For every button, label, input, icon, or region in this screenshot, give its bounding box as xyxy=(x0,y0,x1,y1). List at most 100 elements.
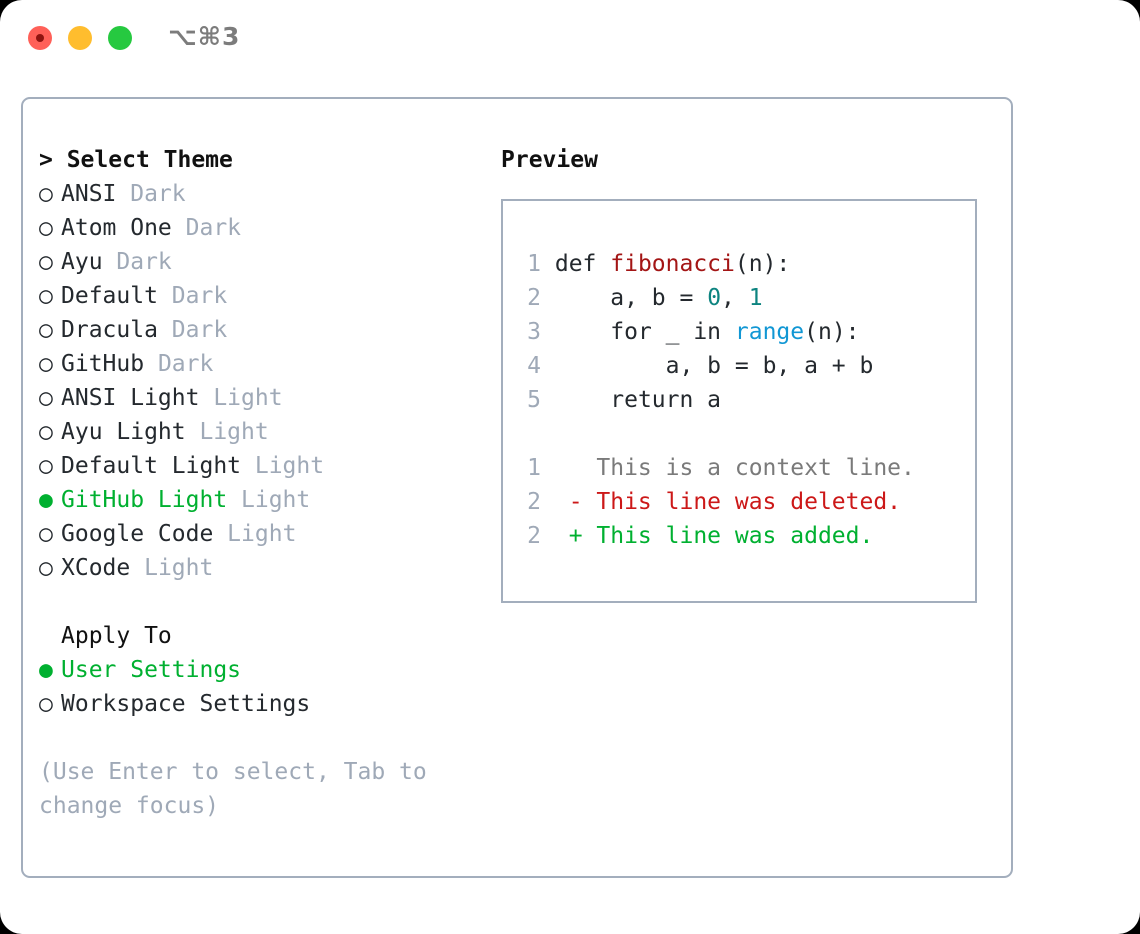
section-spacer xyxy=(39,585,489,619)
theme-option-category: Light xyxy=(185,419,269,445)
radio-selected-icon: ● xyxy=(39,657,53,683)
code-token-plain: (n): xyxy=(734,251,791,277)
code-token-plain: return a xyxy=(554,387,722,413)
theme-option-label: XCode xyxy=(61,555,131,581)
diff-line-number: 2 xyxy=(527,523,541,549)
theme-selector-column: > Select Theme ○ANSI Dark○Atom One Dark○… xyxy=(39,143,489,823)
theme-option-category: Light xyxy=(199,385,283,411)
select-theme-header: > Select Theme xyxy=(39,143,489,177)
theme-option-github-light[interactable]: ●GitHub Light Light xyxy=(39,483,489,517)
apply-to-header: Apply To xyxy=(61,623,172,649)
theme-option-ansi-light[interactable]: ○ANSI Light Light xyxy=(39,381,489,415)
preview-title: Preview xyxy=(501,147,598,173)
theme-option-label: GitHub xyxy=(61,351,145,377)
code-line: 1 def fibonacci(n): xyxy=(519,247,873,281)
radio-selected-icon: ● xyxy=(39,487,53,513)
code-token-plain: a, b = xyxy=(554,285,708,311)
code-token-builtin: range xyxy=(734,319,805,345)
radio-unselected-icon: ○ xyxy=(39,249,53,275)
diff-line-text: This is a context line. xyxy=(541,455,915,481)
diff-line-text: + This line was added. xyxy=(541,523,874,549)
code-line: 4 a, b = b, a + b xyxy=(519,349,873,383)
code-token-number: 1 xyxy=(748,285,763,311)
apply-to-list: ● User Settings ○ Workspace Settings xyxy=(39,653,489,721)
preview-column: Preview 1 def fibonacci(n):2 a, b = 0, 1… xyxy=(501,143,1001,603)
radio-unselected-icon: ○ xyxy=(39,419,53,445)
radio-unselected-icon: ○ xyxy=(39,283,53,309)
apply-to-option-label: User Settings xyxy=(61,657,242,683)
theme-option-category: Light xyxy=(130,555,214,581)
code-line-number: 4 xyxy=(527,353,541,379)
theme-option-label: Ayu Light xyxy=(61,419,186,445)
close-button[interactable] xyxy=(28,26,52,50)
apply-to-option-user-settings[interactable]: ● User Settings xyxy=(39,653,489,687)
radio-unselected-icon: ○ xyxy=(39,317,53,343)
theme-option-ansi[interactable]: ○ ANSI Dark xyxy=(39,177,489,211)
theme-option-ayu[interactable]: ○ Ayu Dark xyxy=(39,245,489,279)
diff-line-number: 2 xyxy=(527,489,541,515)
theme-option-category: Dark xyxy=(102,249,172,275)
traffic-light-group xyxy=(28,26,132,50)
code-token-plain: for _ in xyxy=(554,319,735,345)
code-token-number: 0 xyxy=(707,285,722,311)
theme-option-label: Ayu xyxy=(61,249,103,275)
code-line: 5 return a xyxy=(519,383,873,417)
theme-option-default-light[interactable]: ○ Default Light Light xyxy=(39,449,489,483)
radio-unselected-icon: ○ xyxy=(39,453,53,479)
diff-line-text: - This line was deleted. xyxy=(541,489,902,515)
theme-option-category: Light xyxy=(213,521,297,547)
keyboard-hint: (Use Enter to select, Tab to change focu… xyxy=(39,759,427,819)
radio-unselected-icon: ○ xyxy=(39,181,53,207)
diff-line-context: 1 This is a context line. xyxy=(519,451,915,485)
radio-unselected-icon: ○ xyxy=(39,385,53,411)
theme-option-category: Light xyxy=(227,487,311,513)
theme-list: ○ANSI Dark○Atom One Dark○Ayu Dark○Defaul… xyxy=(39,177,489,585)
apply-to-option-workspace-settings[interactable]: ○ Workspace Settings xyxy=(39,687,489,721)
theme-option-github[interactable]: ○ GitHub Dark xyxy=(39,347,489,381)
apply-to-option-label: Workspace Settings xyxy=(61,691,311,717)
maximize-button[interactable] xyxy=(108,26,132,50)
focus-arrow-icon: > xyxy=(39,147,67,173)
code-line: 3 for _ in range(n): xyxy=(519,315,873,349)
radio-unselected-icon: ○ xyxy=(39,351,53,377)
radio-unselected-icon: ○ xyxy=(39,691,53,717)
code-line-number: 3 xyxy=(527,319,541,345)
code-token-plain: , xyxy=(721,285,749,311)
diff-line-number: 1 xyxy=(527,455,541,481)
code-line-number: 1 xyxy=(527,251,541,277)
radio-unselected-icon: ○ xyxy=(39,521,53,547)
radio-unselected-icon: ○ xyxy=(39,555,53,581)
theme-option-category: Light xyxy=(241,453,325,479)
theme-option-label: Google Code xyxy=(61,521,214,547)
keyboard-shortcut-label: ⌥⌘3 xyxy=(168,22,241,51)
theme-option-default[interactable]: ○Default Dark xyxy=(39,279,489,313)
theme-option-ayu-light[interactable]: ○ Ayu Light Light xyxy=(39,415,489,449)
title-bar: ⌥⌘3 xyxy=(0,0,1140,78)
theme-option-google-code[interactable]: ○ Google Code Light xyxy=(39,517,489,551)
radio-unselected-icon: ○ xyxy=(39,215,53,241)
minimize-button[interactable] xyxy=(68,26,92,50)
diff-line-add: 2 + This line was added. xyxy=(519,519,915,553)
code-token-function: fibonacci xyxy=(610,251,735,277)
code-line-number: 5 xyxy=(527,387,541,413)
theme-option-label: Dracula xyxy=(61,317,158,343)
theme-option-dracula[interactable]: ○ Dracula Dark xyxy=(39,313,489,347)
theme-option-label: Atom One xyxy=(61,215,172,241)
theme-option-atom-one[interactable]: ○ Atom One Dark xyxy=(39,211,489,245)
theme-option-label: ANSI xyxy=(61,181,117,207)
theme-option-category: Dark xyxy=(171,215,242,241)
theme-option-category: Dark xyxy=(144,351,214,377)
theme-option-category: Dark xyxy=(157,317,228,343)
theme-option-xcode[interactable]: ○ XCode Light xyxy=(39,551,489,585)
code-token-plain: a, b = b, a + b xyxy=(554,353,874,379)
theme-option-category: Dark xyxy=(157,283,228,309)
theme-option-category: Dark xyxy=(116,181,186,207)
main-panel: > Select Theme ○ANSI Dark○Atom One Dark○… xyxy=(21,97,1013,878)
code-line: 2 a, b = 0, 1 xyxy=(519,281,873,315)
code-token-plain: (n): xyxy=(804,319,860,345)
theme-option-label: Default Light xyxy=(61,453,242,479)
code-token-plain: def xyxy=(554,251,611,277)
